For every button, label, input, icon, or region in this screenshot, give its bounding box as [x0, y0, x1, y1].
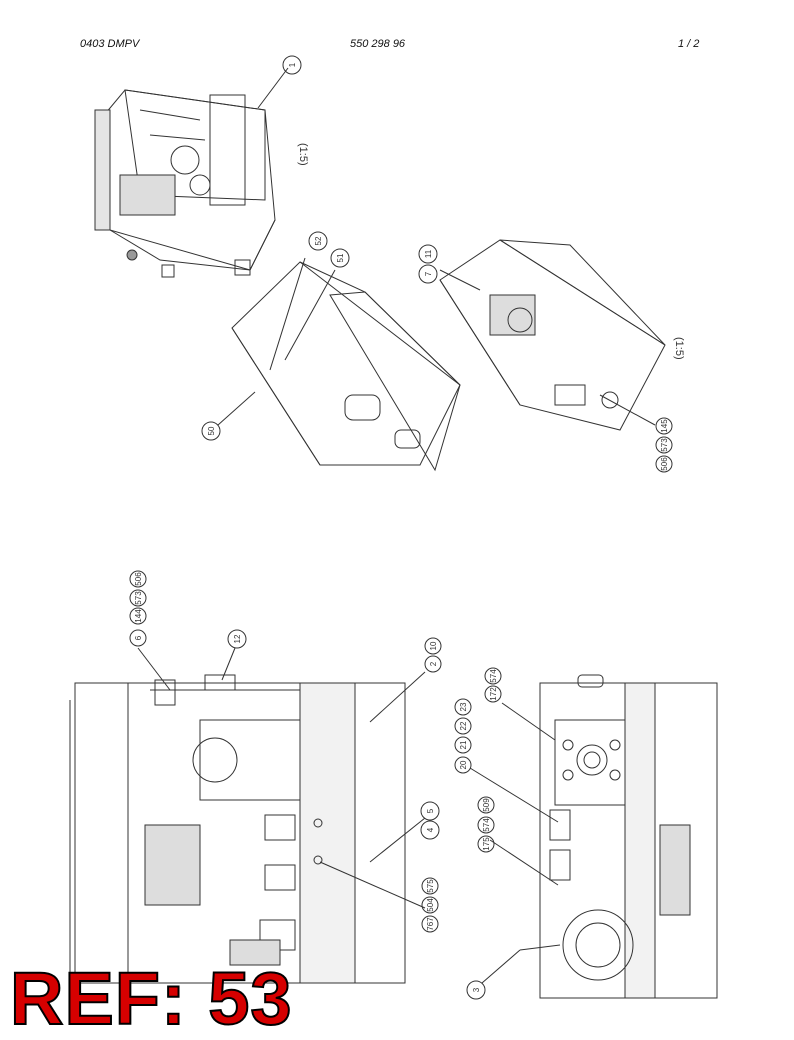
callout-label: 767: [426, 917, 435, 931]
callout-label: 11: [424, 249, 433, 258]
callout-label: 22: [459, 721, 468, 730]
callout-label: 5: [426, 808, 435, 813]
callout-label: 4: [426, 827, 435, 832]
callout-label: 50: [207, 426, 216, 435]
callout-label: 575: [426, 879, 435, 893]
callout-label: 3: [472, 987, 481, 992]
scale-label-right: (1:5): [673, 337, 685, 360]
callout-label: 506: [660, 457, 669, 471]
callout-label: 1: [288, 62, 297, 67]
ref-stamp: REF: 53: [9, 957, 293, 1040]
header-part-number: 550 298 96: [350, 38, 406, 50]
callout-label: 12: [233, 634, 242, 643]
header-page-number: 1 / 2: [678, 38, 700, 50]
callout-label: 10: [429, 641, 438, 650]
callout-label: 175: [482, 837, 491, 851]
iso-view-frame: [439, 239, 666, 431]
callout-bubbles: [129, 55, 673, 1000]
callout-label: 23: [459, 702, 468, 711]
callout-label: 573: [134, 591, 143, 605]
callout-label: 573: [660, 438, 669, 452]
callout-label: 51: [336, 253, 345, 262]
callout-label: 21: [459, 740, 468, 749]
ortho-view-side: [69, 647, 426, 984]
callout-label: 7: [424, 271, 433, 276]
callout-label: 20: [459, 760, 468, 769]
callout-label: 144: [134, 609, 143, 623]
callout-label: 52: [314, 236, 323, 245]
callout-label: 145: [660, 419, 669, 433]
callout-label: 574: [489, 669, 498, 683]
iso-view-cover: [217, 257, 461, 472]
callout-label: 172: [489, 687, 498, 701]
callout-label: 504: [426, 898, 435, 912]
callout-label: 506: [134, 572, 143, 586]
scale-label-top: (1:5): [297, 143, 309, 166]
callout-label: 6: [134, 635, 143, 640]
header-doc-code: 0403 DMPV: [80, 38, 140, 50]
callout-label: 2: [429, 661, 438, 666]
callout-label: 509: [482, 798, 491, 812]
callout-label: 574: [482, 818, 491, 832]
iso-view-assembly: [94, 67, 289, 278]
ortho-view-front: [469, 674, 718, 999]
